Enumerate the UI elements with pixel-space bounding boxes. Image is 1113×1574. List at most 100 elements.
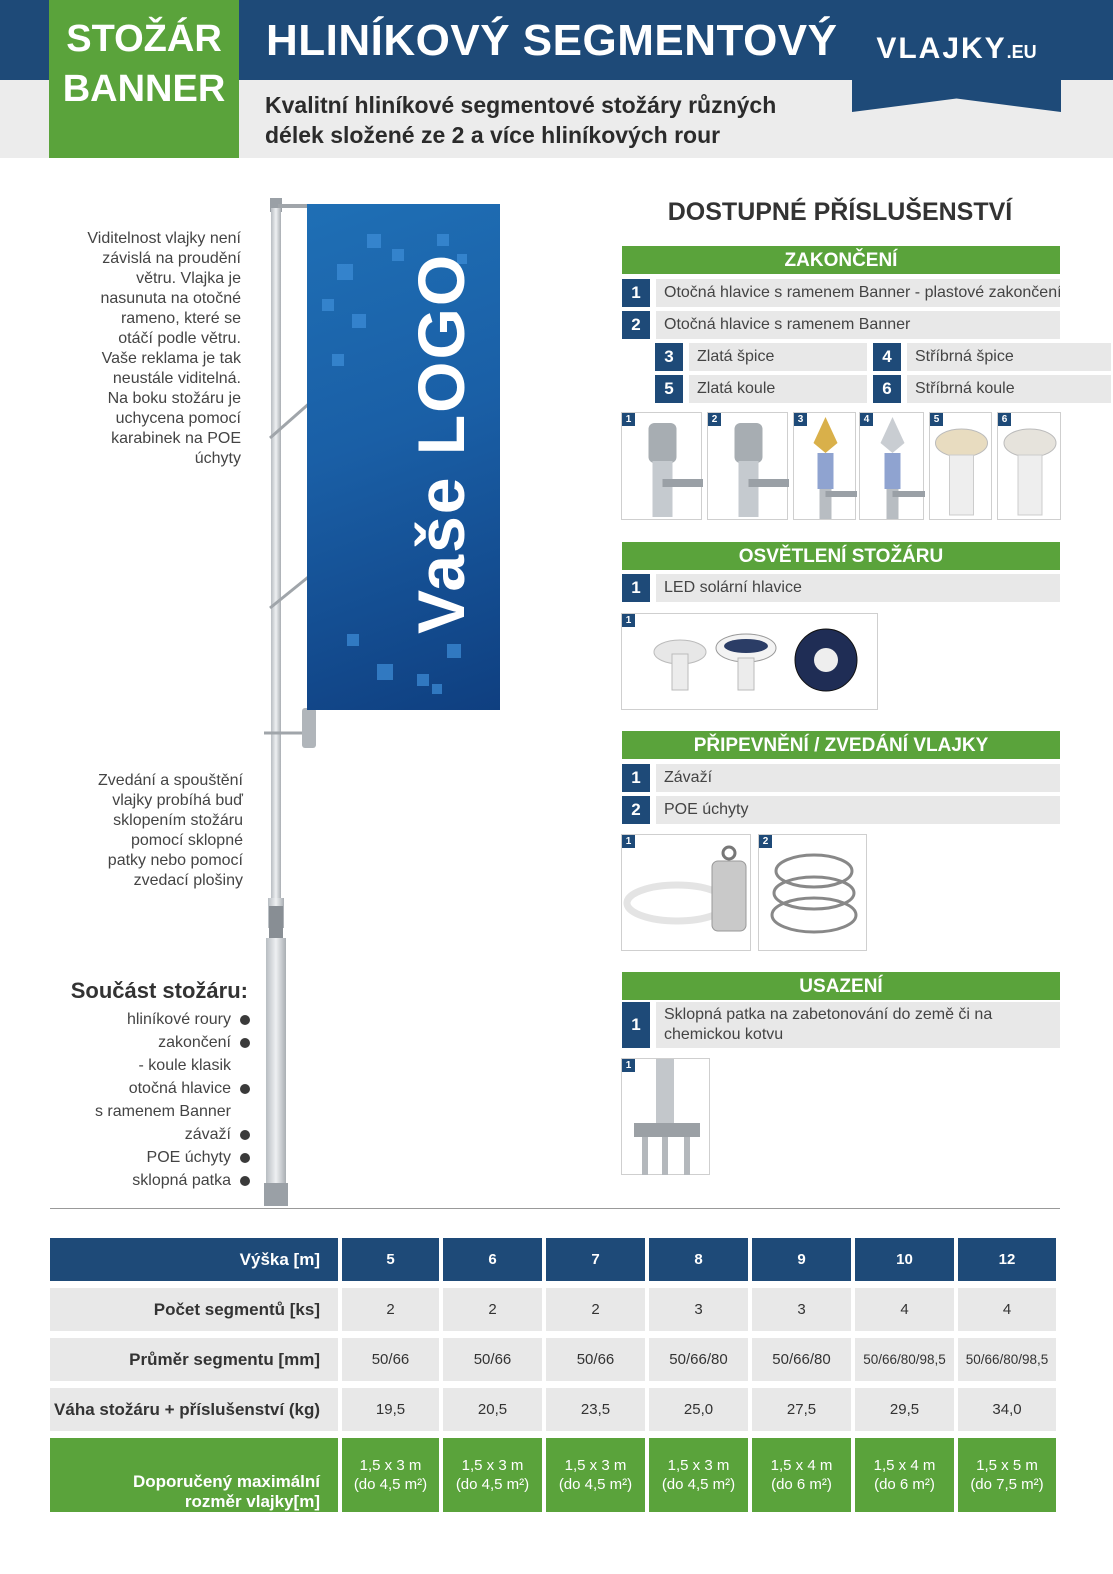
silver-ball-icon [1003, 428, 1057, 516]
row-number: 5 [655, 375, 683, 403]
text-line: sklopením stožáru [113, 812, 243, 829]
table-cell: 25,0 [649, 1388, 748, 1431]
cell-line: 1,5 x 3 m [359, 1457, 422, 1474]
cell-line: 1,5 x 4 m [873, 1457, 936, 1474]
row-number: 4 [873, 343, 901, 371]
logo-suffix: .EU [1006, 42, 1037, 62]
image-tag: 1 [622, 835, 635, 848]
text-line: zvedací plošiny [133, 872, 243, 889]
accessories-title: DOSTUPNÉ PŘÍSLUŠENSTVÍ [667, 198, 1013, 226]
row-text: Otočná hlavice s ramenem Banner - plasto… [656, 279, 1060, 307]
table-cell: 1,5 x 3 m (do 4,5 m²) [342, 1438, 439, 1512]
text-line: Na boku stožáru je [107, 390, 241, 407]
row-number: 2 [622, 796, 650, 824]
poe-rings-icon [770, 853, 858, 934]
table-cell: 19,5 [342, 1388, 439, 1431]
text-line: pomocí sklopné [130, 832, 243, 849]
parts-list-item: závaží [40, 1123, 250, 1146]
subtitle-line2: délek složené ze 2 a více hliníkových ro… [265, 122, 721, 148]
parts-item-label: s ramenem Banner [94, 1103, 231, 1120]
table-cell: 50/66/80/98,5 [855, 1338, 954, 1381]
text-line: vlajky probíhá buď [112, 792, 243, 809]
text-line: rameno, které se [120, 310, 241, 327]
poe-rings-image: 2 [758, 834, 867, 951]
row-number: 1 [622, 574, 650, 602]
image-tag: 1 [622, 1059, 635, 1072]
cell-line: (do 4,5 m²) [353, 1476, 428, 1493]
pole-illustration [264, 198, 288, 1206]
finial-image-gold-ball: 5 [929, 412, 992, 520]
row-text: POE úchyty [656, 796, 1060, 824]
parts-item-label: zakončení [158, 1034, 231, 1051]
parts-item-label: hliníkové roury [126, 1011, 231, 1028]
plastic-icon [734, 423, 789, 517]
cell-line: (do 4,5 m²) [558, 1476, 633, 1493]
cell-line: (do 7,5 m²) [970, 1476, 1044, 1493]
table-cell: 50/66/80/98,5 [958, 1338, 1056, 1381]
table-cell: 50/66 [342, 1338, 439, 1381]
bullet-icon [240, 1129, 250, 1140]
table-row-label: Váha stožáru + příslušenství (kg) [50, 1388, 338, 1431]
table-cell: 23,5 [546, 1388, 645, 1431]
weight-icon [623, 845, 747, 932]
parts-list-item: sklopná patka [40, 1169, 250, 1192]
cell-line: (do 4,5 m²) [661, 1476, 736, 1493]
cell-line: (do 4,5 m²) [455, 1476, 530, 1493]
gold-ball-icon [935, 428, 988, 516]
table-cell: 2 [546, 1288, 645, 1331]
finial-image-silver-ball: 6 [997, 412, 1061, 520]
cell-line: 1,5 x 3 m [564, 1457, 627, 1474]
image-tag: 6 [998, 413, 1011, 426]
cell-line: (do 6 m²) [874, 1476, 935, 1493]
cell-line: (do 6 m²) [771, 1476, 832, 1493]
led-solar-icon [653, 628, 858, 692]
finial-image-silver-spike: 4 [859, 412, 925, 520]
table-cell: 4 [855, 1288, 954, 1331]
parts-item-label: závaží [184, 1126, 231, 1143]
table-row-label: Průměr segmentu [mm] [50, 1338, 338, 1381]
image-tag: 1 [622, 413, 635, 426]
bullet-icon [240, 1014, 250, 1025]
tilt-base-image: 1 [621, 1058, 710, 1175]
banner-flag: Vaše LOGO [307, 204, 500, 710]
logo-text: VLAJKY.EU [852, 32, 1061, 66]
row-text: Stříbrná koule [907, 375, 1111, 403]
row-number: 1 [622, 764, 650, 792]
table-cell: 12 [958, 1238, 1056, 1281]
image-tag: 2 [759, 835, 772, 848]
finial-image-gold-spike: 3 [793, 412, 857, 520]
gold-spike-icon [813, 417, 857, 519]
brand-logo[interactable]: VLAJKY.EU [852, 0, 1061, 112]
usazeni-row: 1 Sklopná patka na zabetonování do země … [622, 1002, 1060, 1048]
section-zakonceni-title: ZAKONČENÍ [622, 246, 1060, 274]
row-text: Zlatá koule [689, 375, 867, 403]
row-number: 1 [622, 279, 650, 307]
text-line: nasunuta na otočné [100, 290, 241, 307]
text-line: úchyty [194, 450, 241, 467]
table-row-label: Výška [m] [50, 1238, 338, 1281]
table-cell: 2 [443, 1288, 542, 1331]
table-cell: 50/66 [546, 1338, 645, 1381]
plastic-icon [648, 423, 703, 517]
finial-image-plastic: 1 [621, 412, 703, 520]
bullet-icon [240, 1175, 250, 1186]
parts-item-label: POE úchyty [146, 1149, 231, 1166]
text-line: Viditelnost vlajky není [87, 230, 241, 247]
section-usazeni-title: USAZENÍ [622, 972, 1060, 1000]
text-line: neustále viditelná. [112, 370, 241, 387]
parts-item-label: otočná hlavice [128, 1080, 231, 1097]
logo-main: VLAJKY [876, 32, 1007, 65]
table-cell: 2 [342, 1288, 439, 1331]
bullet-icon [240, 1037, 250, 1048]
row-text: Sklopná patka na zabetonování do země či… [656, 1002, 1060, 1048]
